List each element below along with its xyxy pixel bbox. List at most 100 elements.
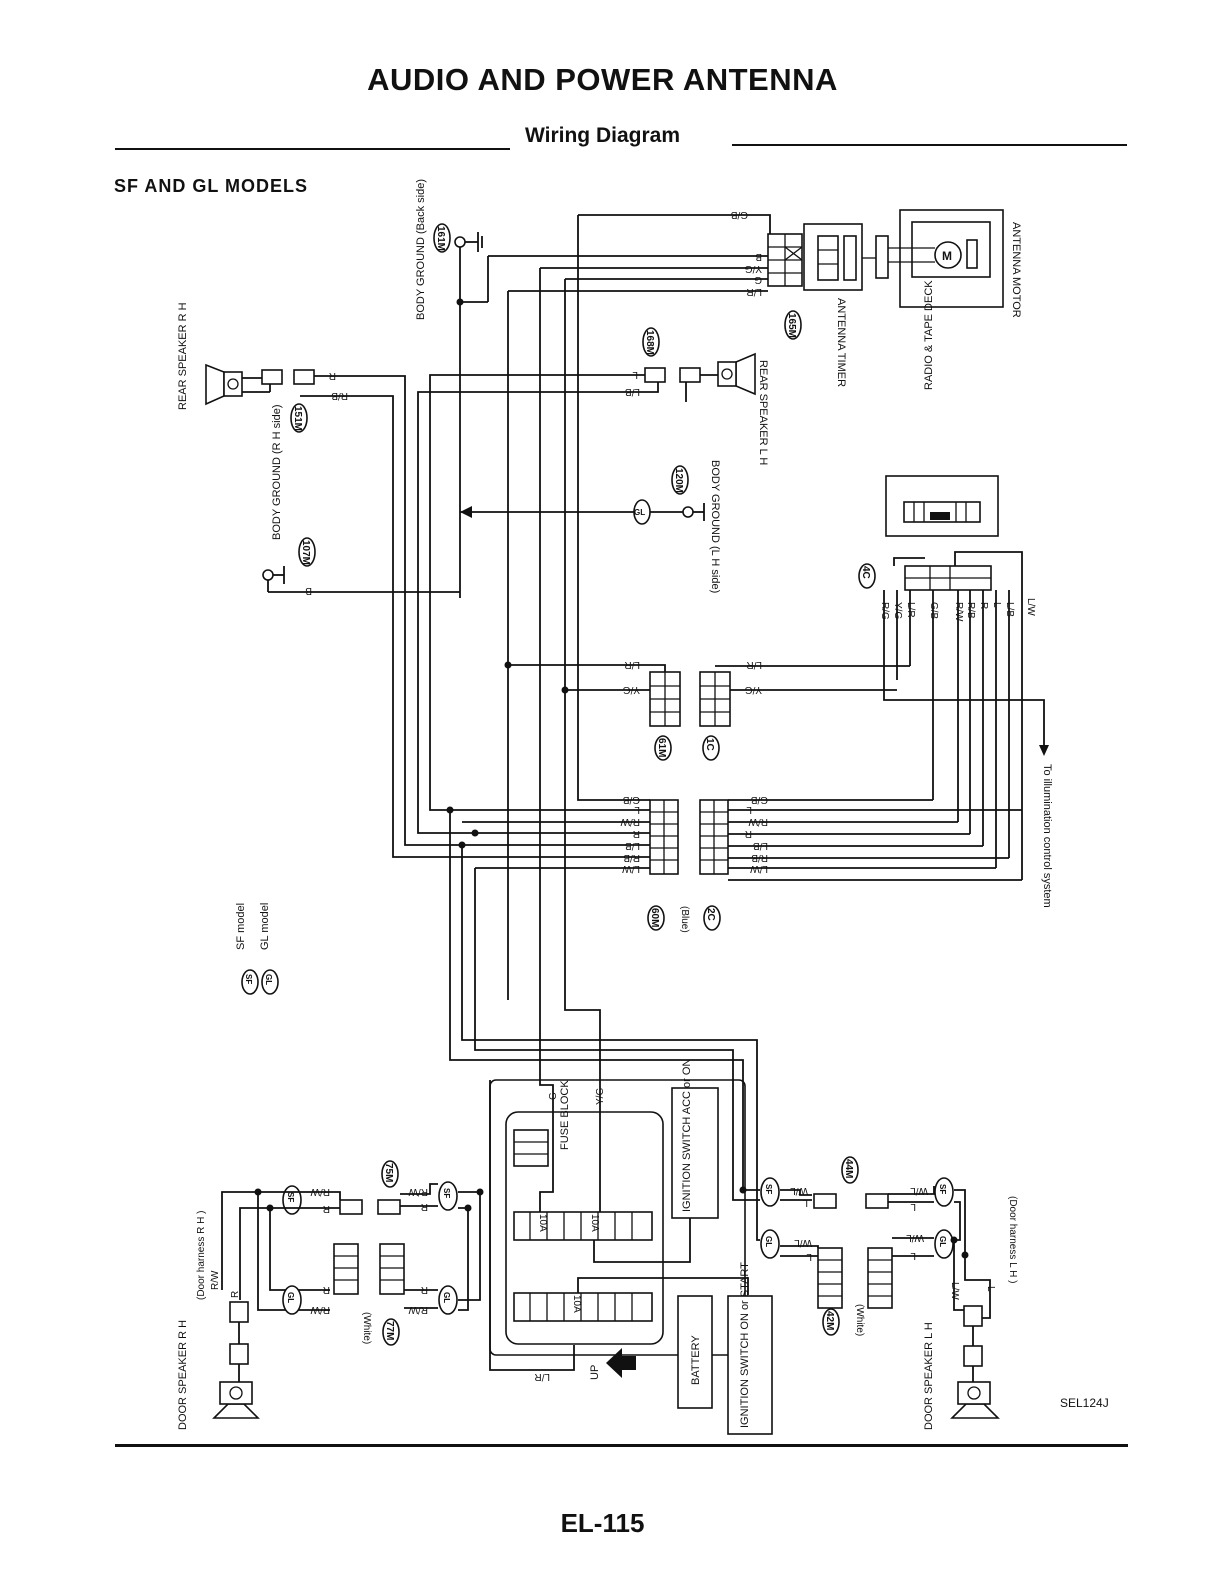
- svg-text:W/L: W/L: [790, 1185, 808, 1196]
- svg-text:R/W: R/W: [748, 816, 768, 827]
- rule-left: [115, 148, 510, 150]
- svg-text:L: L: [634, 804, 640, 815]
- svg-text:L: L: [985, 1286, 996, 1292]
- rear-speaker-lh: REAR SPEAKER L H: [644, 352, 769, 465]
- svg-text:G/B: G/B: [928, 602, 939, 620]
- svg-text:L/R: L/R: [534, 1371, 550, 1382]
- svg-text:44M: 44M: [843, 1159, 854, 1178]
- door-speaker-rh: DOOR SPEAKER R H (Door harness R H ): [177, 1211, 260, 1430]
- svg-text:DOOR SPEAKER R H: DOOR SPEAKER R H: [177, 1320, 189, 1430]
- svg-text:(Blue): (Blue): [679, 906, 690, 933]
- svg-text:L/R: L/R: [624, 659, 640, 670]
- svg-text:L/B: L/B: [753, 840, 768, 851]
- svg-text:107M: 107M: [300, 540, 311, 565]
- svg-text:L: L: [910, 1201, 916, 1212]
- wire-label: B: [755, 251, 762, 262]
- connector-77m: 77M (White): [361, 1312, 400, 1346]
- svg-text:M: M: [942, 249, 952, 263]
- svg-text:SF: SF: [442, 1188, 451, 1198]
- svg-text:R: R: [421, 1201, 428, 1212]
- page-subtitle: Wiring Diagram: [525, 124, 680, 147]
- svg-text:SF: SF: [764, 1184, 773, 1194]
- svg-text:165M: 165M: [786, 313, 797, 338]
- svg-text:2C: 2C: [705, 908, 716, 921]
- svg-text:DOOR SPEAKER L H: DOOR SPEAKER L H: [923, 1322, 935, 1430]
- svg-text:GL model: GL model: [259, 903, 271, 950]
- ignition-switch-acc: IGNITION SWITCH ACC or ON: [671, 1059, 719, 1219]
- svg-text:SF: SF: [286, 1192, 295, 1202]
- svg-text:SF: SF: [244, 974, 253, 984]
- svg-text:L/W: L/W: [750, 863, 768, 874]
- svg-text:L/W: L/W: [949, 1282, 960, 1300]
- svg-text:L: L: [746, 804, 752, 815]
- connector-107m: 107M: [298, 537, 316, 567]
- svg-text:R/B: R/B: [623, 852, 640, 863]
- svg-text:GL: GL: [634, 508, 645, 517]
- svg-text:R/W: R/W: [953, 602, 964, 622]
- svg-text:L/B: L/B: [1004, 602, 1015, 617]
- connector-168m: 168M: [642, 327, 660, 357]
- svg-text:REAR SPEAKER R H: REAR SPEAKER R H: [177, 302, 189, 410]
- svg-text:L: L: [991, 602, 1002, 608]
- svg-text:GL: GL: [442, 1292, 451, 1303]
- connector-60m-block: 60M (Blue): [647, 799, 690, 933]
- wire-label: L/R: [746, 286, 762, 297]
- svg-text:R/B: R/B: [965, 602, 976, 619]
- svg-text:BATTERY: BATTERY: [690, 1335, 702, 1385]
- diagram-code: SEL124J: [1060, 1396, 1109, 1410]
- connector-61m-block: 61M: [649, 671, 681, 761]
- svg-text:60M: 60M: [649, 908, 660, 927]
- svg-text:BODY GROUND (Back side): BODY GROUND (Back side): [415, 179, 427, 320]
- svg-text:R/W: R/W: [210, 1270, 221, 1290]
- page-number: EL-115: [560, 1508, 645, 1538]
- body-ground-rh: BODY GROUND (R H side): [262, 405, 460, 593]
- svg-text:R/B: R/B: [331, 390, 348, 401]
- svg-text:GL: GL: [264, 974, 273, 985]
- svg-text:RADIO & TAPE DECK: RADIO & TAPE DECK: [923, 280, 935, 390]
- svg-text:10A: 10A: [537, 1214, 548, 1232]
- antenna-timer: ANTENNA TIMER: [803, 223, 876, 387]
- connector-161m: 161M: [433, 223, 451, 253]
- svg-text:10A: 10A: [571, 1295, 582, 1313]
- svg-text:L/W: L/W: [1025, 598, 1036, 616]
- connector-1c-block: 1C: [699, 671, 731, 761]
- svg-text:FUSE BLOCK: FUSE BLOCK: [559, 1080, 571, 1150]
- connector-151m: 151M: [290, 403, 308, 433]
- svg-text:42M: 42M: [824, 1311, 835, 1330]
- wire-label: Y/G: [745, 263, 762, 274]
- svg-text:L/B: L/B: [625, 386, 640, 397]
- svg-text:REAR SPEAKER L H: REAR SPEAKER L H: [757, 360, 769, 465]
- svg-text:G/B: G/B: [622, 794, 640, 805]
- svg-text:R/W: R/W: [408, 1186, 428, 1197]
- antenna-motor: M ANTENNA MOTOR: [875, 209, 1022, 318]
- wire-label: G/B: [730, 209, 748, 220]
- svg-text:R/W: R/W: [620, 816, 640, 827]
- svg-text:R: R: [633, 828, 640, 839]
- svg-text:R: R: [745, 828, 752, 839]
- svg-text:(Door harness L H ): (Door harness L H ): [1007, 1196, 1018, 1283]
- svg-text:SF model: SF model: [235, 903, 247, 950]
- svg-text:IGNITION SWITCH ON or START: IGNITION SWITCH ON or START: [739, 1262, 751, 1428]
- up-arrow: UP: [589, 1348, 636, 1380]
- antenna-motor-label: ANTENNA MOTOR: [1010, 222, 1022, 318]
- svg-text:UP: UP: [589, 1365, 601, 1380]
- svg-text:IGNITION SWITCH ACC or ON: IGNITION SWITCH ACC or ON: [681, 1059, 693, 1212]
- svg-text:G: G: [548, 1092, 559, 1100]
- radio-tape-deck: RADIO & TAPE DECK: [885, 280, 999, 537]
- svg-text:L/R: L/R: [905, 602, 916, 618]
- models-heading: SF AND GL MODELS: [114, 176, 309, 196]
- svg-text:W/L: W/L: [794, 1237, 812, 1248]
- svg-text:Y/G: Y/G: [892, 602, 903, 619]
- svg-text:R: R: [421, 1284, 428, 1295]
- svg-text:W/L: W/L: [906, 1232, 924, 1243]
- svg-text:Y/G: Y/G: [595, 1088, 606, 1105]
- svg-text:SF: SF: [938, 1184, 947, 1194]
- svg-text:L/R: L/R: [746, 659, 762, 670]
- door-speaker-lh: DOOR SPEAKER L H (Door harness L H ): [923, 1196, 1018, 1430]
- rule-right: [732, 144, 1127, 146]
- svg-text:61M: 61M: [656, 738, 667, 757]
- svg-text:168M: 168M: [644, 330, 655, 355]
- svg-text:BODY GROUND (R H side): BODY GROUND (R H side): [271, 405, 283, 540]
- battery: BATTERY: [677, 1295, 713, 1409]
